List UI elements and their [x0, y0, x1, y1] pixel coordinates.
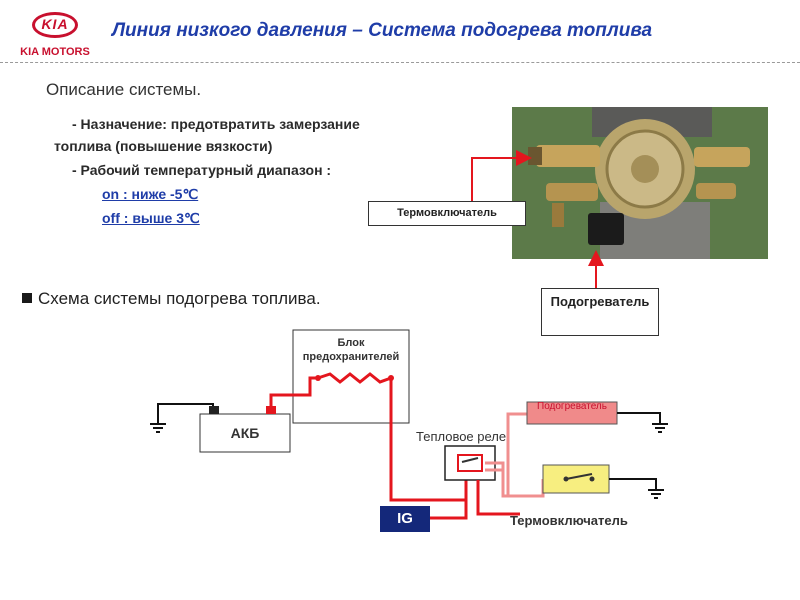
relay-contact [457, 454, 483, 472]
thermoswitch-label: Термовключатель [510, 513, 628, 528]
ig-label: IG [380, 506, 430, 532]
purpose-line-2: топлива (повышение вязкости) [54, 138, 273, 154]
purpose-line-1: - Назначение: предотвратить замерзание [72, 116, 360, 132]
logo-motors-text: KIA MOTORS [20, 46, 90, 58]
heater-label: Подогреватель [537, 402, 607, 412]
section-heading: Описание системы. [46, 80, 202, 99]
relay-to-thermoswitch-wire [476, 480, 520, 516]
kia-motors-logo: KIA KIA MOTORS [10, 10, 100, 62]
thermoswitch-callout-arrow [471, 150, 532, 201]
range-off: off : выше 3℃ [102, 210, 200, 226]
battery-label: АКБ [230, 425, 260, 441]
fuel-heater-photo [512, 107, 768, 259]
range-on: on : ниже -5℃ [102, 186, 199, 202]
battery-negative-terminal [209, 406, 219, 414]
battery-ground-wire [157, 403, 214, 424]
fuse-element [317, 372, 392, 384]
bullet-icon [22, 293, 32, 303]
logo-oval [32, 12, 78, 38]
range-heading: - Рабочий температурный диапазон : [72, 162, 332, 178]
heater-ground-wire [617, 412, 661, 424]
logo-kia-text: KIA [41, 16, 69, 32]
scheme-title: Схема системы подогрева топлива. [38, 289, 321, 308]
thermoswitch [542, 464, 610, 494]
page-title: Линия низкого давления – Система подогре… [112, 20, 653, 41]
battery [199, 413, 291, 453]
ig-wire [430, 500, 468, 520]
fuse-to-relay-wire [389, 378, 466, 502]
thermoswitch-ground-wire [609, 478, 657, 490]
heater-callout: Подогреватель [541, 288, 659, 336]
battery-to-fuse-wire [269, 376, 318, 406]
thermoswitch-callout: Термовключатель [368, 201, 526, 226]
header-divider [0, 62, 800, 63]
battery-positive-terminal [266, 406, 276, 414]
thermal-relay-label: Тепловое реле [416, 429, 507, 444]
fuse-block-label: Блок предохранителей [302, 337, 400, 363]
fuel-heater-photo-drawing [512, 107, 768, 259]
